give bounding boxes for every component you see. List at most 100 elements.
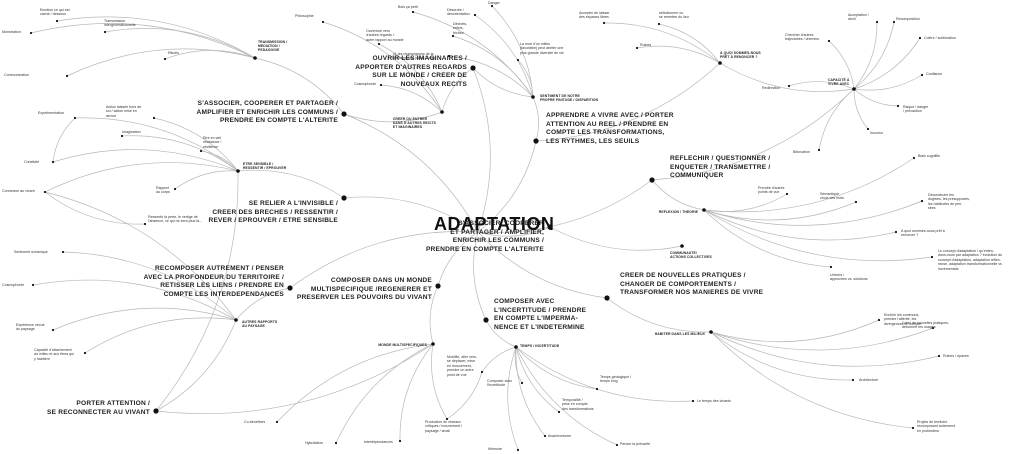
- link-s10-l47: [62, 251, 237, 321]
- leaf-node-dot[interactable]: [543, 434, 547, 438]
- leaf-node-dot[interactable]: [445, 417, 449, 421]
- leaf-node-dot[interactable]: [73, 116, 77, 120]
- leaf-node-dot[interactable]: [894, 230, 898, 234]
- leaf-node-dot[interactable]: [817, 148, 821, 152]
- leaf-node-dot[interactable]: [851, 378, 855, 382]
- leaf-node-dot[interactable]: [275, 420, 279, 424]
- leaf-node-dot[interactable]: [516, 58, 520, 62]
- leaf-node-dot[interactable]: [199, 149, 203, 153]
- leaf-node-dot[interactable]: [595, 387, 599, 391]
- leaf-node-dot[interactable]: [490, 4, 494, 8]
- leaf-node-dot[interactable]: [930, 255, 934, 259]
- leaf-node-dot[interactable]: [785, 192, 789, 196]
- main-node-dot[interactable]: [470, 65, 476, 71]
- leaf-node-dot[interactable]: [411, 10, 415, 14]
- main-node-dot[interactable]: [435, 283, 441, 289]
- leaf-node-dot[interactable]: [152, 116, 156, 120]
- leaf-node-dot[interactable]: [29, 31, 33, 35]
- leaf-node-dot[interactable]: [173, 187, 177, 191]
- sub-node-dot[interactable]: [440, 110, 444, 114]
- leaf-node-dot[interactable]: [51, 160, 55, 164]
- link-s12-l58: [515, 346, 694, 402]
- leaf-node-dot[interactable]: [143, 222, 147, 226]
- main-node-dot[interactable]: [483, 317, 489, 323]
- leaf-node-dot[interactable]: [520, 381, 524, 385]
- link-s1-l3: [30, 23, 256, 59]
- sub-node-dot[interactable]: [234, 318, 238, 322]
- link-m9-s10: [235, 287, 291, 321]
- leaf-node-dot[interactable]: [377, 42, 381, 46]
- leaf-node-dot[interactable]: [875, 20, 879, 24]
- leaf-node-dot[interactable]: [827, 39, 831, 43]
- sub-node-dot[interactable]: [431, 342, 435, 346]
- link-s12-l61: [515, 346, 618, 446]
- link-s9-l45: [710, 331, 854, 381]
- leaf-node-dot[interactable]: [937, 354, 941, 358]
- leaf-node-dot[interactable]: [931, 326, 935, 330]
- leaf-node-dot[interactable]: [447, 54, 451, 58]
- leaf-node-dot[interactable]: [912, 156, 916, 160]
- leaf-node-dot[interactable]: [43, 190, 47, 194]
- main-node-dot[interactable]: [287, 285, 293, 291]
- main-node-dot[interactable]: [649, 177, 655, 183]
- sub-node-dot[interactable]: [236, 169, 240, 173]
- main-node-dot[interactable]: [341, 111, 347, 117]
- sub-node-dot[interactable]: [253, 56, 257, 60]
- leaf-node-dot[interactable]: [866, 127, 870, 131]
- main-node-dot[interactable]: [341, 195, 347, 201]
- leaf-node-dot[interactable]: [473, 13, 477, 17]
- leaf-node-dot[interactable]: [163, 57, 167, 61]
- leaf-node-dot[interactable]: [877, 318, 881, 322]
- leaf-node-dot[interactable]: [911, 426, 915, 430]
- main-node-dot[interactable]: [153, 408, 159, 414]
- leaf-node-dot[interactable]: [321, 20, 325, 24]
- leaf-node-dot[interactable]: [65, 74, 69, 78]
- sub-node-dot[interactable]: [709, 330, 713, 334]
- leaf-node-dot[interactable]: [61, 250, 65, 254]
- leaf-node-label: Transmission intergénérationnelle: [104, 19, 136, 28]
- leaf-node-dot[interactable]: [83, 351, 87, 355]
- leaf-node-dot[interactable]: [635, 46, 639, 50]
- leaf-node-dot[interactable]: [787, 84, 791, 88]
- leaf-node-dot[interactable]: [691, 399, 695, 403]
- leaf-node-dot[interactable]: [516, 448, 520, 452]
- link-m11-s10: [155, 319, 237, 412]
- leaf-node-dot[interactable]: [379, 83, 383, 87]
- leaf-node-dot[interactable]: [920, 199, 924, 203]
- leaf-node-dot[interactable]: [480, 370, 484, 374]
- sub-node-dot[interactable]: [718, 61, 722, 65]
- leaf-node-dot[interactable]: [398, 439, 402, 443]
- leaf-node-dot[interactable]: [557, 410, 561, 414]
- main-node-dot[interactable]: [533, 138, 539, 144]
- leaf-node-dot[interactable]: [896, 104, 900, 108]
- leaf-node-dot[interactable]: [920, 73, 924, 77]
- leaf-node-dot[interactable]: [120, 134, 124, 138]
- leaf-node-dot[interactable]: [334, 441, 338, 445]
- sub-node-dot[interactable]: [680, 244, 684, 248]
- link-C-m3: [477, 140, 537, 233]
- leaf-node-dot[interactable]: [451, 34, 455, 38]
- leaf-node-dot[interactable]: [55, 19, 59, 23]
- leaf-node-dot[interactable]: [918, 36, 922, 40]
- leaf-node-dot[interactable]: [854, 200, 858, 204]
- leaf-node-label: Déconstruire les dogmes, les présupposés…: [928, 193, 970, 211]
- leaf-node-label: La mort d'un milieu (favorable) peut abr…: [520, 42, 564, 55]
- sub-node-dot[interactable]: [702, 208, 706, 212]
- leaf-node-label: Projets de territoire recomposant autrem…: [917, 420, 955, 433]
- sub-node-dot[interactable]: [514, 345, 518, 349]
- main-node-dot[interactable]: [547, 224, 553, 230]
- sub-node-dot[interactable]: [531, 95, 535, 99]
- leaf-node-dot[interactable]: [51, 328, 55, 332]
- sub-node-dot[interactable]: [852, 87, 856, 91]
- main-node-label: PORTER ATTENTION / SE RECONNECTER AU VIV…: [47, 400, 150, 416]
- leaf-node-label: Emotion ce qui est caché / dessous: [40, 8, 70, 17]
- leaf-node-dot[interactable]: [657, 22, 661, 26]
- leaf-node-dot[interactable]: [615, 443, 619, 447]
- leaf-node-dot[interactable]: [31, 283, 35, 287]
- leaf-node-dot[interactable]: [103, 30, 107, 34]
- leaf-node-dot[interactable]: [602, 21, 606, 25]
- main-node-dot[interactable]: [604, 295, 610, 301]
- leaf-node-dot[interactable]: [892, 20, 896, 24]
- leaf-node-dot[interactable]: [829, 265, 833, 269]
